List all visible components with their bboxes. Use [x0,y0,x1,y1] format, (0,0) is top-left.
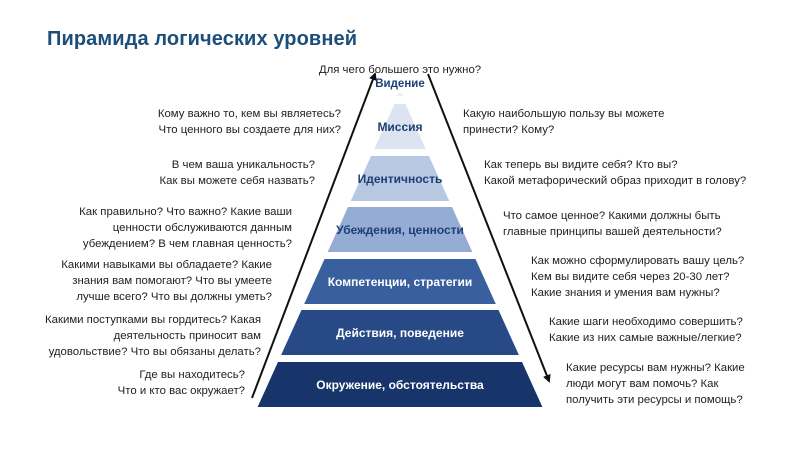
question-left-identity: В чем ваша уникальность? Как вы можете с… [159,159,315,187]
tier-actions [281,310,519,355]
question-right-identity: Как теперь вы видите себя? Кто вы? Какой… [484,159,747,187]
tier-beliefs [327,207,473,252]
question-right-competencies: Как можно сформулировать вашу цель? Кем … [531,255,745,299]
question-left-beliefs: Как правильно? Что важно? Какие ваши цен… [79,206,292,250]
question-right-beliefs: Что самое ценное? Какими должны быть гла… [503,210,722,238]
tier-label-competencies: Компетенции, стратегии [328,275,473,289]
question-left-competencies: Какими навыками вы обладаете? Какие знан… [61,259,272,303]
question-right-mission: Какую наибольшую пользу вы можете принес… [463,108,665,136]
pyramid-apex [396,92,404,96]
tier-label-actions: Действия, поведение [336,326,464,340]
tier-competencies [304,259,496,304]
tier-label-identity: Идентичность [358,172,443,186]
question-left-environment: Где вы находитесь? Что и кто вас окружае… [117,369,245,397]
tier-environment [257,362,543,407]
right-arrow [427,73,551,383]
question-right-actions: Какие шаги необходимо совершить? Какие и… [549,316,743,344]
question-right-environment: Какие ресурсы вам нужны? Какие люди могу… [566,362,745,406]
question-left-mission: Кому важно то, кем вы являетесь? Что цен… [157,108,341,136]
vision-question: Для чего большего это нужно? [318,64,482,76]
page-title: Пирамида логических уровней [47,28,358,50]
vision-label: Видение [375,78,425,90]
tier-label-beliefs: Убеждения, ценности [336,223,464,237]
tier-mission [374,104,426,149]
left-arrow [251,72,377,399]
tier-identity [350,156,450,201]
tier-label-mission: Миссия [377,120,422,134]
tier-label-environment: Окружение, обстоятельства [316,378,484,392]
question-left-actions: Какими поступками вы гордитесь? Какая де… [45,314,261,358]
